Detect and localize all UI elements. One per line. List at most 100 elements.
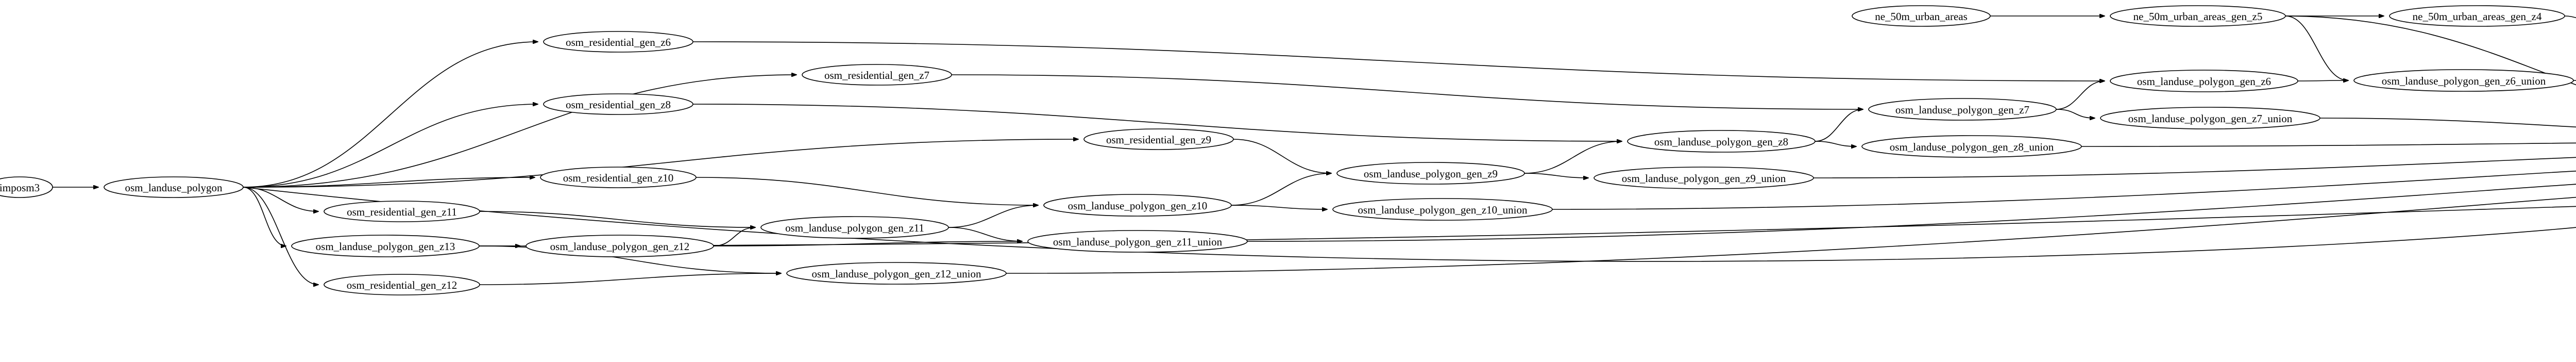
node-label: osm_landuse_polygon_gen_z11_union bbox=[1053, 236, 1223, 248]
graph-edge bbox=[1231, 205, 1327, 209]
graph-node[interactable]: osm_landuse_polygon_gen_z10 bbox=[1043, 194, 1232, 217]
graph-node[interactable]: osm_landuse_polygon_gen_z10_union bbox=[1332, 198, 1553, 221]
graph-edge bbox=[243, 104, 538, 188]
graph-edge bbox=[479, 206, 2576, 246]
node-label: osm_residential_gen_z9 bbox=[1106, 134, 1211, 146]
node-shape bbox=[104, 176, 244, 198]
graph-node[interactable]: osm_residential_gen_z12 bbox=[324, 274, 480, 295]
node-shape bbox=[0, 176, 53, 198]
node-label: osm_landuse_polygon_gen_z8_union bbox=[1890, 141, 2054, 153]
node-label: imposm3 bbox=[0, 182, 40, 194]
node-shape bbox=[760, 216, 949, 239]
graph-node[interactable]: osm_landuse_polygon_gen_z13 bbox=[291, 235, 480, 257]
graph-edge bbox=[243, 139, 1078, 188]
graph-edge bbox=[2056, 109, 2095, 118]
node-label: osm_residential_gen_z12 bbox=[347, 279, 457, 291]
graph-edge bbox=[1524, 173, 1588, 178]
node-label: osm_residential_gen_z10 bbox=[563, 172, 674, 184]
node-shape bbox=[1627, 130, 1816, 153]
node-shape bbox=[1868, 98, 2057, 121]
graph-node[interactable]: ne_50m_urban_areas bbox=[1852, 5, 1991, 27]
node-label: osm_residential_gen_z8 bbox=[566, 98, 671, 111]
graph-node[interactable]: osm_landuse_polygon_gen_z7 bbox=[1868, 98, 2057, 121]
node-label: osm_landuse_polygon_gen_z13 bbox=[316, 240, 455, 253]
graph-edge bbox=[692, 104, 1622, 141]
graph-node[interactable]: osm_landuse_polygon_gen_z8_union bbox=[1861, 135, 2082, 158]
graph-edge bbox=[2285, 15, 2348, 80]
graph-node[interactable]: osm_landuse_polygon bbox=[104, 176, 244, 198]
graph-edge bbox=[2285, 15, 2576, 86]
graph-node[interactable]: imposm3 bbox=[0, 176, 53, 198]
graph-node[interactable]: osm_landuse_polygon_gen_z11_union bbox=[1027, 230, 1248, 253]
node-label: osm_residential_gen_z6 bbox=[566, 36, 671, 48]
node-shape bbox=[1594, 167, 1814, 189]
node-label: ne_50m_urban_areas bbox=[1875, 10, 1968, 23]
node-label: osm_landuse_polygon_gen_z8 bbox=[1654, 136, 1788, 148]
graph-node[interactable]: osm_residential_gen_z8 bbox=[543, 93, 693, 115]
graph-node[interactable]: osm_residential_gen_z9 bbox=[1083, 128, 1234, 150]
graph-edge bbox=[1006, 196, 2576, 274]
graph-node[interactable]: osm_landuse_polygon_gen_z6_union bbox=[2353, 69, 2574, 92]
node-shape bbox=[1083, 128, 1234, 150]
graph-edge bbox=[2573, 80, 2576, 81]
node-label: osm_landuse_polygon_gen_z7_union bbox=[2128, 112, 2293, 125]
graph-edge bbox=[243, 187, 286, 246]
graph-node[interactable]: ne_50m_urban_areas_gen_z5 bbox=[2110, 5, 2286, 27]
graph-node[interactable]: osm_landuse_polygon_gen_z9 bbox=[1336, 162, 1525, 185]
node-shape bbox=[324, 274, 480, 295]
node-label: osm_residential_gen_z7 bbox=[824, 69, 929, 81]
node-label: ne_50m_urban_areas_gen_z4 bbox=[2413, 10, 2542, 23]
graph-node[interactable]: osm_residential_gen_z6 bbox=[543, 31, 693, 53]
node-label: osm_landuse_polygon_gen_z12 bbox=[550, 240, 690, 253]
node-shape bbox=[786, 262, 1007, 285]
graph-node[interactable]: osm_residential_gen_z7 bbox=[802, 64, 952, 86]
graph-edge bbox=[479, 211, 755, 227]
graph-node[interactable]: osm_landuse_polygon_gen_z12_union bbox=[786, 262, 1007, 285]
node-shape bbox=[2389, 5, 2565, 27]
node-label: osm_landuse_polygon_gen_z11 bbox=[785, 222, 924, 234]
node-shape bbox=[1336, 162, 1525, 185]
edges-layer bbox=[52, 15, 2576, 285]
graph-edge bbox=[2297, 80, 2348, 81]
graph-node[interactable]: osm_landuse_polygon_gen_z11 bbox=[760, 216, 949, 239]
node-label: ne_50m_urban_areas_gen_z5 bbox=[2133, 10, 2263, 23]
node-label: osm_landuse_polygon_gen_z10 bbox=[1068, 200, 1208, 212]
node-shape bbox=[802, 64, 952, 86]
graph-edge bbox=[1231, 173, 1331, 206]
node-shape bbox=[2100, 107, 2320, 129]
graph-edge bbox=[948, 205, 1038, 228]
graph-node[interactable]: osm_landuse_polygon_gen_z9_union bbox=[1594, 167, 1814, 189]
graph-node[interactable]: osm_landuse_polygon_gen_z12 bbox=[526, 235, 714, 257]
node-shape bbox=[324, 201, 480, 222]
node-label: osm_landuse_polygon_gen_z6_union bbox=[2382, 75, 2546, 87]
graph-edge bbox=[1815, 109, 1863, 142]
node-label: osm_landuse_polygon_gen_z7 bbox=[1895, 104, 2029, 116]
node-label: osm_landuse_polygon_gen_z10_union bbox=[1358, 204, 1528, 216]
graph-edge bbox=[1524, 141, 1622, 174]
node-label: osm_landuse_polygon bbox=[125, 182, 223, 194]
graph-edge bbox=[243, 187, 318, 285]
graph-node[interactable]: osm_landuse_polygon_gen_z8 bbox=[1627, 130, 1816, 153]
node-shape bbox=[1852, 5, 1991, 27]
graph-edge bbox=[951, 74, 1863, 109]
graph-edge bbox=[713, 241, 1022, 246]
graph-node[interactable]: osm_residential_gen_z11 bbox=[324, 201, 480, 222]
node-label: osm_landuse_polygon_gen_z9_union bbox=[1622, 172, 1786, 185]
node-label: osm_landuse_polygon_gen_z9 bbox=[1364, 168, 1498, 180]
graph-node[interactable]: ne_50m_urban_areas_gen_z4 bbox=[2389, 5, 2565, 27]
node-shape bbox=[291, 235, 480, 257]
node-shape bbox=[1027, 230, 1248, 253]
graph-edge bbox=[948, 227, 1022, 241]
graph-node[interactable]: osm_landuse_polygon_gen_z6 bbox=[2110, 70, 2298, 92]
graph-node[interactable]: osm_landuse_polygon_gen_z7_union bbox=[2100, 107, 2320, 129]
graph-edge bbox=[696, 177, 1038, 205]
graph-edge bbox=[1815, 141, 1856, 146]
node-shape bbox=[2110, 70, 2298, 92]
node-shape bbox=[526, 235, 714, 257]
graph-node[interactable]: osm_residential_gen_z10 bbox=[540, 167, 697, 188]
node-shape bbox=[1861, 135, 2082, 158]
graph-edge bbox=[479, 273, 781, 285]
node-shape bbox=[2110, 5, 2286, 27]
graph-edge bbox=[1247, 184, 2576, 242]
